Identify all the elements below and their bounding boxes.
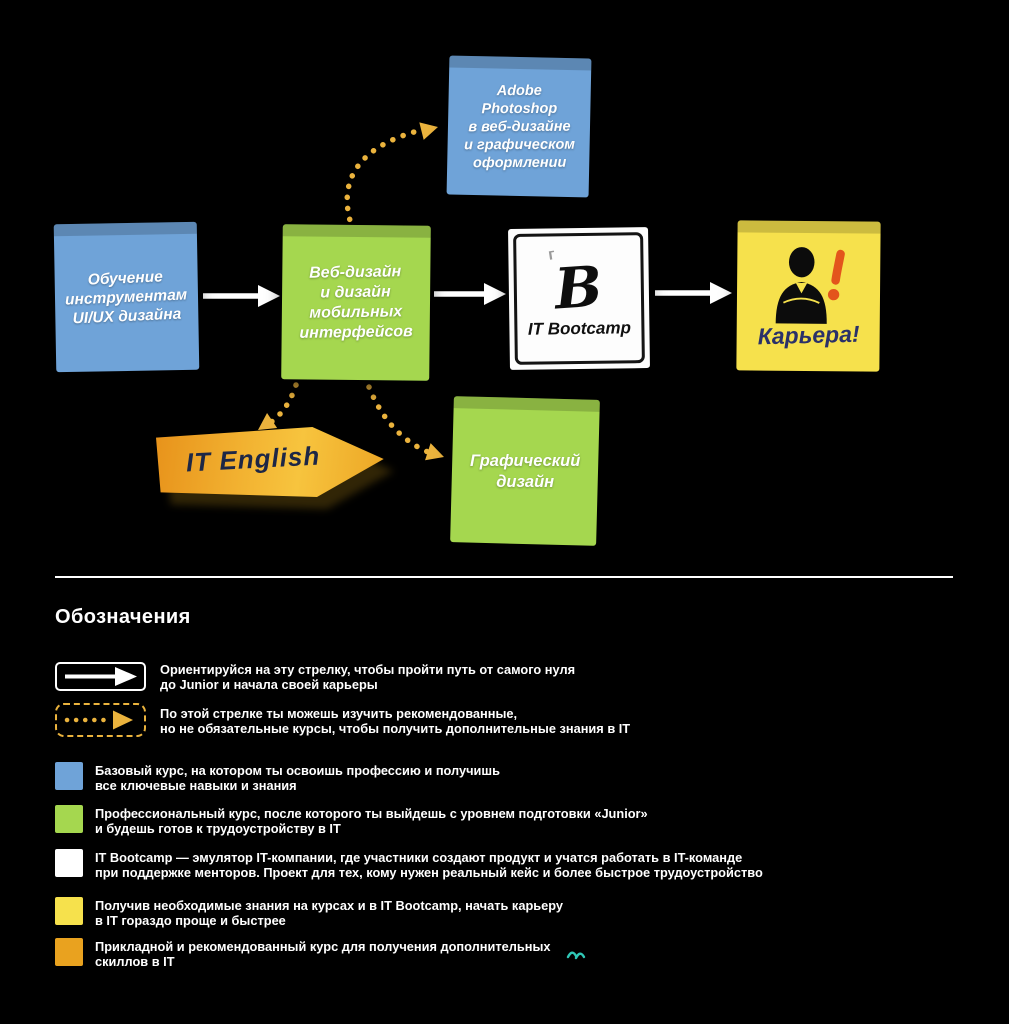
legend-row-applied-course: Прикладной и рекомендованный курс для по… (55, 938, 551, 970)
swatch-professional-course (55, 805, 83, 833)
decorative-mark (566, 951, 586, 960)
legend-text: По этой стрелке ты можешь изучить рекоме… (160, 706, 631, 737)
note-label: Карьера! (756, 320, 860, 349)
bootcamp-frame: г B IT Bootcamp (513, 232, 645, 365)
note-fold (53, 221, 197, 237)
legend-row-solid-arrow: Ориентируйся на эту стрелку, чтобы пройт… (55, 662, 575, 693)
exclamation-icon (827, 249, 845, 300)
legend-text: Получив необходимые знания на курсах и в… (95, 898, 564, 929)
legend-text: Прикладной и рекомендованный курс для по… (95, 939, 551, 970)
divider (55, 576, 953, 578)
legend-text: Профессиональный курс, после которого ты… (95, 806, 648, 837)
note-fold (282, 224, 431, 238)
legend-row-career: Получив необходимые знания на курсах и в… (55, 897, 563, 929)
note-label: Adobe Photoshop в веб-дизайне и графичес… (463, 82, 575, 171)
swatch-it-bootcamp (55, 849, 83, 877)
note-fold (453, 396, 600, 412)
note-label: Веб-дизайн и дизайн мобильных интерфейсо… (299, 262, 414, 342)
node-it-bootcamp: г B IT Bootcamp (508, 227, 650, 370)
note-label: Графический дизайн (469, 451, 581, 491)
swatch-career (55, 897, 83, 925)
node-web-design: Веб-дизайн и дизайн мобильных интерфейсо… (281, 224, 431, 381)
swatch-applied-course (55, 938, 83, 966)
legend-text: IT Bootcamp — эмулятор IT-компании, где … (95, 850, 763, 881)
note-label: Обучение инструментам UI/UX дизайна (65, 267, 188, 327)
legend-text: Базовый курс, на котором ты освоишь проф… (95, 763, 500, 794)
bootcamp-logo: B (553, 253, 605, 322)
legend-row-basic-course: Базовый курс, на котором ты освоишь проф… (55, 762, 500, 794)
note-fold (737, 220, 881, 234)
person-silhouette-icon (775, 246, 845, 324)
swatch-basic-course (55, 762, 83, 790)
dotted-arrow-icon (55, 703, 146, 737)
legend-text: Ориентируйся на эту стрелку, чтобы пройт… (160, 662, 576, 693)
legend-row-dotted-arrow: По этой стрелке ты можешь изучить рекоме… (55, 703, 630, 737)
node-uiux-training: Обучение инструментам UI/UX дизайна (53, 221, 200, 373)
legend-title: Обозначения (55, 606, 191, 628)
solid-arrow-icon (55, 662, 146, 691)
node-graphic-design: Графический дизайн (450, 396, 600, 546)
note-fold (449, 55, 592, 71)
legend-row-it-bootcamp: IT Bootcamp — эмулятор IT-компании, где … (55, 849, 763, 881)
node-photoshop: Adobe Photoshop в веб-дизайне и графичес… (446, 55, 592, 198)
node-career: Карьера! (736, 220, 881, 372)
note-label: IT English (185, 440, 321, 478)
node-it-english: IT English (156, 424, 386, 500)
ribbon-shape: IT English (156, 427, 384, 497)
legend-row-professional-course: Профессиональный курс, после которого ты… (55, 805, 648, 837)
